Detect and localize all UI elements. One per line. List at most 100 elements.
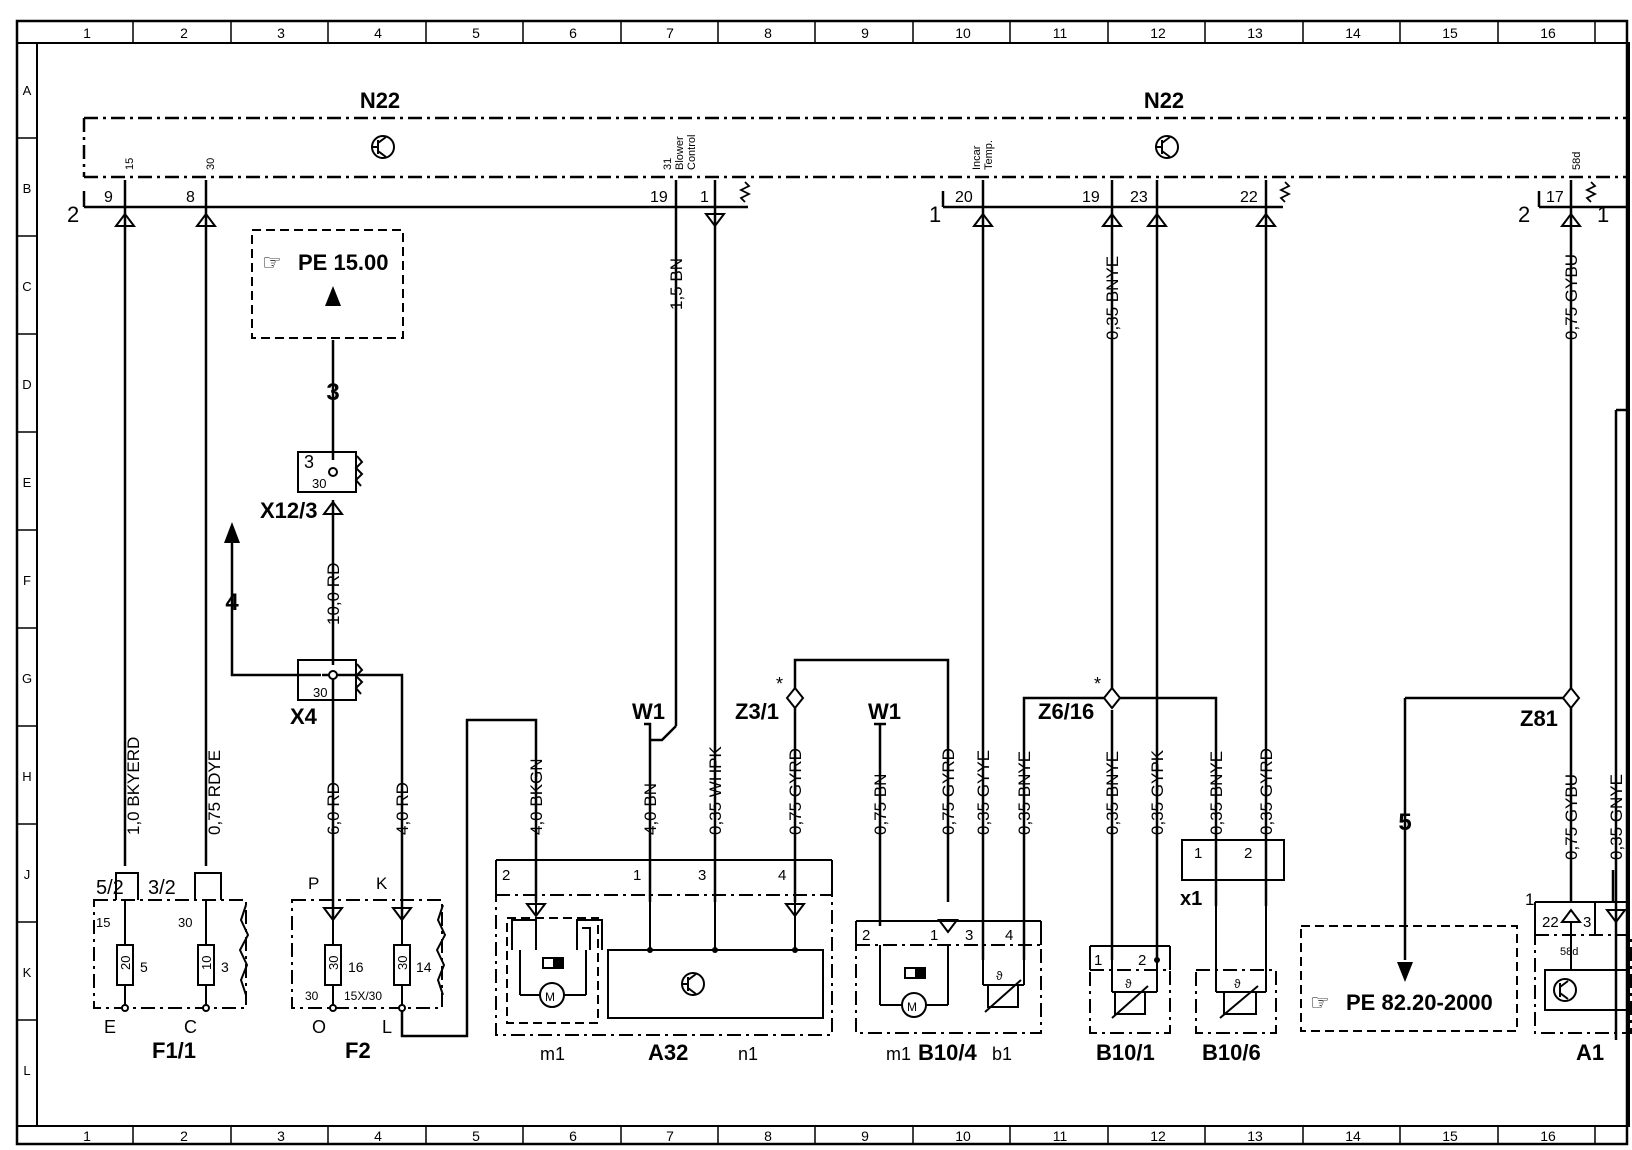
col-label: 8 [764,25,772,41]
splice-diamonds [785,686,1581,710]
arrow-number: 5 [1398,809,1411,836]
wire-label: 0,35 BNYE [1103,751,1122,835]
reference-pe82: ☞ PE 82.20-2000 [1300,925,1518,1032]
ground-label: W1 [632,699,665,724]
col-label: 9 [861,1128,869,1144]
n22-label-right: N22 [1144,88,1184,113]
col-label: 15 [1442,1128,1458,1144]
col-label: 12 [1150,25,1166,41]
wire-label: 0,35 GNYE [1607,774,1626,860]
row-label: A [23,83,32,98]
col-label: 6 [569,25,577,41]
component-pin: 30 [312,476,326,491]
col-label: 4 [374,25,382,41]
component-pin: 2 [1244,845,1252,862]
terminal-label: Blower [674,136,686,170]
pin-number: 22 [1240,189,1258,206]
wire-label: 10,0 RD [324,563,343,625]
pin-number: 1 [700,189,709,206]
resistor-spring-icon [738,181,1598,203]
col-label: 1 [83,25,91,41]
row-label: L [23,1063,30,1078]
connector-side-label: 2 [67,202,79,227]
pointing-hand-icon: ☞ [262,250,282,275]
component-label: B10/4 [918,1040,977,1065]
row-label: G [22,671,32,686]
splice-star: * [1094,674,1101,694]
fuse-rating: 30 [326,956,341,970]
pin-number: 19 [1082,189,1100,206]
wire-label: 0,35 BNYE [1103,256,1122,340]
terminal-label: Temp. [983,140,995,170]
component-pin: 1 [930,927,938,944]
n22-controller-box [82,116,1627,179]
component-pin: L [382,1017,392,1037]
row-label: H [22,769,31,784]
wire-label: 0,35 GYPK [1148,749,1167,835]
terminal-label: Control [686,135,698,170]
component-pin: 3/2 [148,877,176,899]
terminal-label: 15 [124,158,136,170]
component-label: X12/3 [260,498,318,523]
wire-labels: 1,0 BKYERD 0,75 RDYE 10,0 RD 6,0 RD 4,0 … [124,254,1626,860]
wire-label: 4,0 BN [641,783,660,835]
component-pin: 30 [178,915,192,930]
component-sublabel: m1 [886,1044,911,1064]
component-pin: P [308,874,319,893]
fuse-rating: 10 [199,956,214,970]
diagram-frame [15,19,1630,1146]
connector-side-label: 1 [929,202,941,227]
component-pin: 3 [1583,914,1591,931]
pin-numbers: 9 8 19 1 20 19 23 22 17 [104,189,1564,206]
reference-text: PE 82.20-2000 [1346,990,1493,1015]
wire-label: 0,75 GYRD [786,748,805,835]
connector-side-label: 2 [1518,202,1530,227]
component-pin: 1 [633,867,641,884]
pin-number: 19 [650,189,668,206]
component-pin: 1 [1094,952,1102,969]
splice-label: Z3/1 [735,699,779,724]
grid-column-labels-top: 1 2 3 4 5 6 7 8 9 10 11 12 13 14 15 16 [83,25,1556,41]
col-label: 9 [861,25,869,41]
pin-number: 8 [186,189,195,206]
component-pin: O [312,1017,326,1037]
pin-number: 23 [1130,189,1148,206]
col-label: 14 [1345,25,1361,41]
col-label: 2 [180,1128,188,1144]
component-pin: 30 [305,989,319,1003]
wire-label: 1,5 BN [667,258,686,310]
a32-blower-module [495,859,833,1036]
col-label: 10 [955,25,971,41]
splice-label: Z6/16 [1038,699,1094,724]
wire-label: 0,35 GYRD [1257,748,1276,835]
fuse-number: 16 [348,959,364,975]
component-pin: 1 [1525,890,1534,909]
col-label: 4 [374,1128,382,1144]
col-label: 3 [277,25,285,41]
connector-side-label: 1 [1597,202,1609,227]
component-sublabel: b1 [992,1044,1012,1064]
wire-label: 0,75 GYBU [1562,254,1581,340]
component-pin: C [184,1017,197,1037]
component-pin: K [376,874,388,893]
fuse-rating: 20 [118,956,133,970]
component-pin: 4 [778,867,786,884]
component-label: F1/1 [152,1038,196,1063]
col-label: 5 [472,25,480,41]
wire-label: 0,75 BN [871,774,890,835]
reference-pe15: ☞ PE 15.00 [251,229,404,339]
pin-number: 17 [1546,189,1564,206]
b10-4-switch-mark [915,968,925,978]
row-label: D [22,377,31,392]
component-pin: 5/2 [96,877,124,899]
pin-ticks [123,180,1573,207]
wire-label: 1,0 BKYERD [124,737,143,835]
row-label: K [23,965,32,980]
splice-star: * [776,674,783,694]
grid-row-labels: A B C D E F G H J K L [22,83,32,1078]
arrowheads [224,286,1413,982]
component-pin: 3 [965,927,973,944]
wire-label: 0,35 GYYE [974,750,993,835]
col-label: 13 [1247,1128,1263,1144]
